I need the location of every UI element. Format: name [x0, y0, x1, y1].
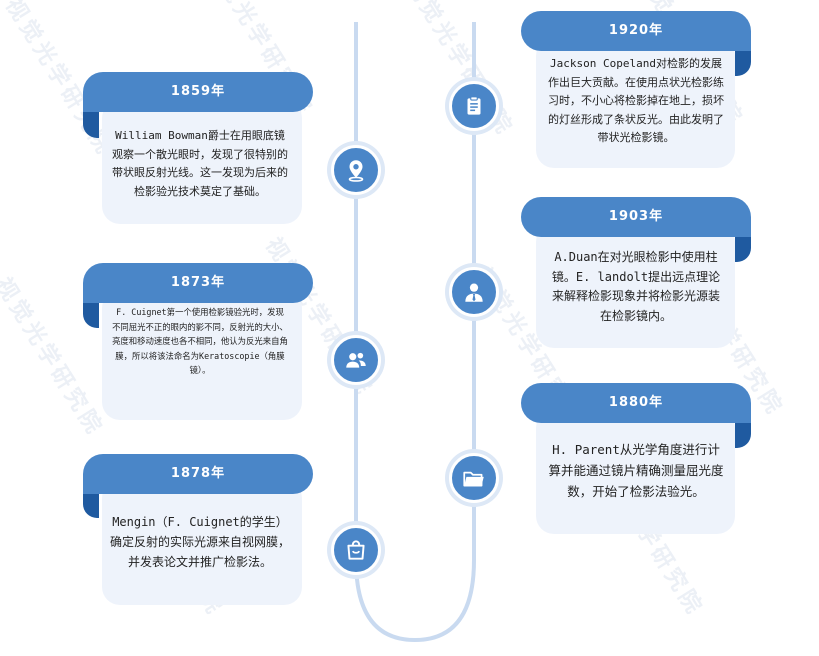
ribbon-fold: [83, 106, 99, 138]
ribbon-fold: [735, 416, 751, 448]
timeline-node-1903: [449, 267, 499, 317]
timeline-node-1920: [449, 81, 499, 131]
year-label: 1878年: [83, 454, 313, 494]
year-label: 1903年: [521, 197, 751, 237]
folder-icon: [463, 471, 484, 487]
ribbon-fold: [735, 230, 751, 262]
event-card-1878: [102, 480, 302, 605]
timeline-node-1880: [449, 453, 499, 503]
event-description: H. Parent从光学角度进行计算并能通过镜片精确测量屈光度数，开始了检影法验…: [548, 442, 724, 499]
year-label: 1880年: [521, 383, 751, 423]
shopping-bag-icon: [347, 540, 365, 560]
event-card-1873: [102, 290, 302, 420]
user-tie-icon: [465, 283, 483, 302]
event-card-1920: [536, 38, 735, 168]
timeline-node-1873: [331, 335, 381, 385]
timeline-node-1878: [331, 525, 381, 575]
year-label: 1859年: [83, 72, 313, 112]
event-card-1903: [536, 224, 735, 348]
clipboard-icon: [467, 96, 481, 115]
year-label: 1873年: [83, 263, 313, 303]
year-label: 1920年: [521, 11, 751, 51]
event-description: William Bowman爵士在用眼底镜观察一个散光眼时，发现了很特别的带状眼…: [112, 129, 288, 198]
timeline-node-1859: [331, 145, 381, 195]
event-description: F. Cuignet第一个使用检影镜验光时，发现不同屈光不正的眼内的影不同，反射…: [112, 307, 288, 375]
ribbon-fold: [83, 296, 99, 328]
event-description: Jackson Copeland对检影的发展作出巨大贡献。在使用点状光检影练习时…: [548, 57, 724, 144]
ribbon-fold: [735, 44, 751, 76]
event-card-1880: [536, 410, 735, 534]
location-pin-icon: [348, 160, 364, 182]
event-card-1859: [102, 100, 302, 224]
ribbon-fold: [83, 486, 99, 518]
event-description: A.Duan在对光眼检影中使用柱镜。E. landolt提出远点理论来解释检影现…: [551, 250, 721, 323]
users-icon: [346, 352, 366, 368]
event-description: Mengin（F. Cuignet的学生）确定反射的实际光源来自视网膜，并发表论…: [110, 515, 291, 569]
